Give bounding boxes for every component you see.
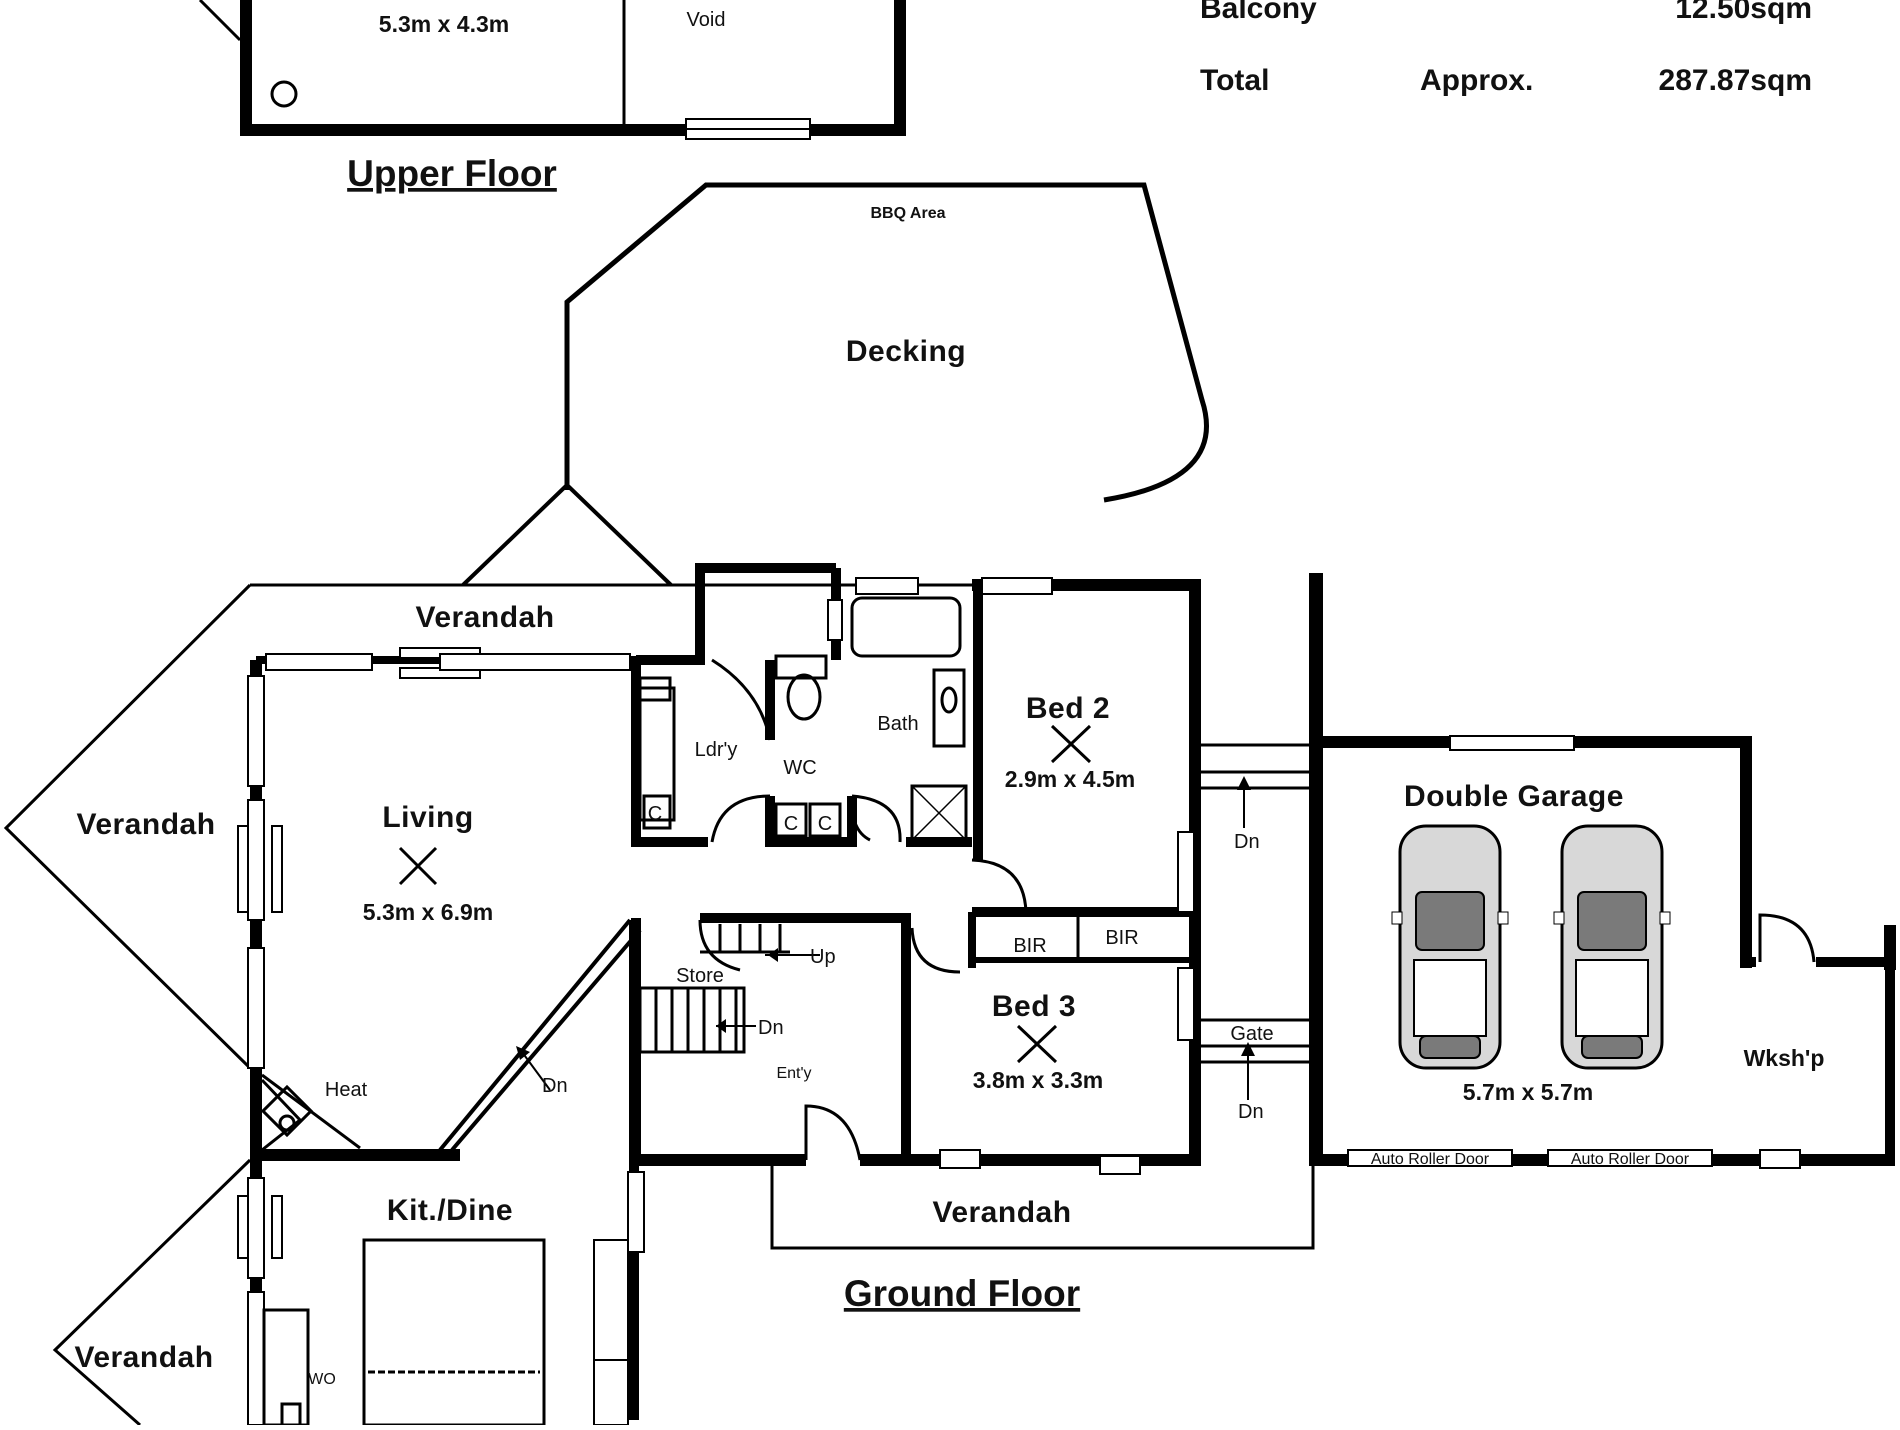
entry-label: Ent'y	[776, 1065, 811, 1082]
stair-up-label: Up	[810, 946, 836, 968]
workshop-label: Wksh'p	[1744, 1045, 1825, 1071]
living-down-label: Dn	[542, 1075, 568, 1097]
bed-2-label: Bed 2	[1026, 692, 1110, 725]
balcony-label: Balcony	[1200, 0, 1317, 25]
bathtub-icon	[850, 596, 962, 658]
roller-door-1-label: Auto Roller Door	[1371, 1151, 1490, 1168]
gate-label: Gate	[1230, 1023, 1273, 1045]
staircase	[638, 924, 820, 1054]
upper-floor-plan: 5.3m x 4.3m Void Upper Floor	[198, 0, 906, 194]
roller-door-2-label: Auto Roller Door	[1571, 1151, 1690, 1168]
garage-dimensions: 5.7m x 5.7m	[1463, 1079, 1593, 1105]
cupboard-label: C	[818, 813, 832, 835]
verandah-front-label: Verandah	[932, 1196, 1071, 1229]
downpipe-icon	[270, 80, 298, 108]
living-dimensions: 5.3m x 6.9m	[363, 899, 493, 925]
verandah-left-label: Verandah	[76, 808, 215, 841]
approx-label: Approx.	[1420, 64, 1533, 97]
bir-1-label: BIR	[1013, 935, 1046, 957]
wc-label: WC	[783, 757, 816, 779]
bath-label: Bath	[877, 713, 918, 735]
heat-label: Heat	[325, 1079, 368, 1101]
side-passage	[516, 743, 1310, 1100]
bed-2-dimensions: 2.9m x 4.5m	[1005, 766, 1135, 792]
double-garage-label: Double Garage	[1404, 780, 1624, 813]
bed-3-dimensions: 3.8m x 3.3m	[973, 1067, 1103, 1093]
room-labels: Living 5.3m x 6.9m Ldr'y WC Bath Bed 2 2…	[308, 692, 1824, 1388]
area-table: Balcony 12.50sqm Total Approx. 287.87sqm	[1200, 0, 1812, 97]
verandah-top-label: Verandah	[415, 601, 554, 634]
bbq-area-label: BBQ Area	[871, 205, 946, 222]
verandah-bottom-left-label: Verandah	[74, 1341, 213, 1374]
total-area: 287.87sqm	[1659, 64, 1812, 97]
void-label: Void	[687, 9, 726, 31]
car-icon	[1553, 824, 1671, 1070]
side-down-1-label: Dn	[1234, 831, 1260, 853]
balcony-area: 12.50sqm	[1675, 0, 1812, 25]
ground-floor-title: Ground Floor	[844, 1273, 1080, 1314]
store-label: Store	[676, 965, 724, 987]
kitchen-dine-label: Kit./Dine	[387, 1194, 513, 1227]
cupboard-label: C	[648, 803, 662, 825]
decking-label: Decking	[846, 335, 966, 368]
upper-floor-title: Upper Floor	[347, 153, 557, 194]
upper-room-dimensions: 5.3m x 4.3m	[379, 11, 509, 37]
living-label: Living	[382, 801, 473, 834]
stair-down-label: Dn	[758, 1017, 784, 1039]
toilet-icon	[786, 673, 822, 721]
double-garage: Auto Roller Door Auto Roller Door	[1309, 573, 1896, 1169]
side-down-2-label: Dn	[1238, 1101, 1264, 1123]
wall-oven-label: WO	[308, 1371, 336, 1388]
bed-3-label: Bed 3	[992, 990, 1076, 1023]
kitchen-island	[362, 1238, 546, 1427]
cupboard-label: C	[784, 813, 798, 835]
bir-2-label: BIR	[1105, 927, 1138, 949]
decking-area: BBQ Area Decking	[461, 182, 1209, 587]
total-label: Total	[1200, 64, 1269, 97]
ceiling-fan-icon	[398, 724, 1092, 1064]
heater-icon	[260, 1084, 314, 1138]
car-icon	[1391, 824, 1509, 1070]
laundry-label: Ldr'y	[695, 739, 738, 761]
verandahs: Verandah Verandah Verandah Verandah	[3, 583, 1315, 1427]
